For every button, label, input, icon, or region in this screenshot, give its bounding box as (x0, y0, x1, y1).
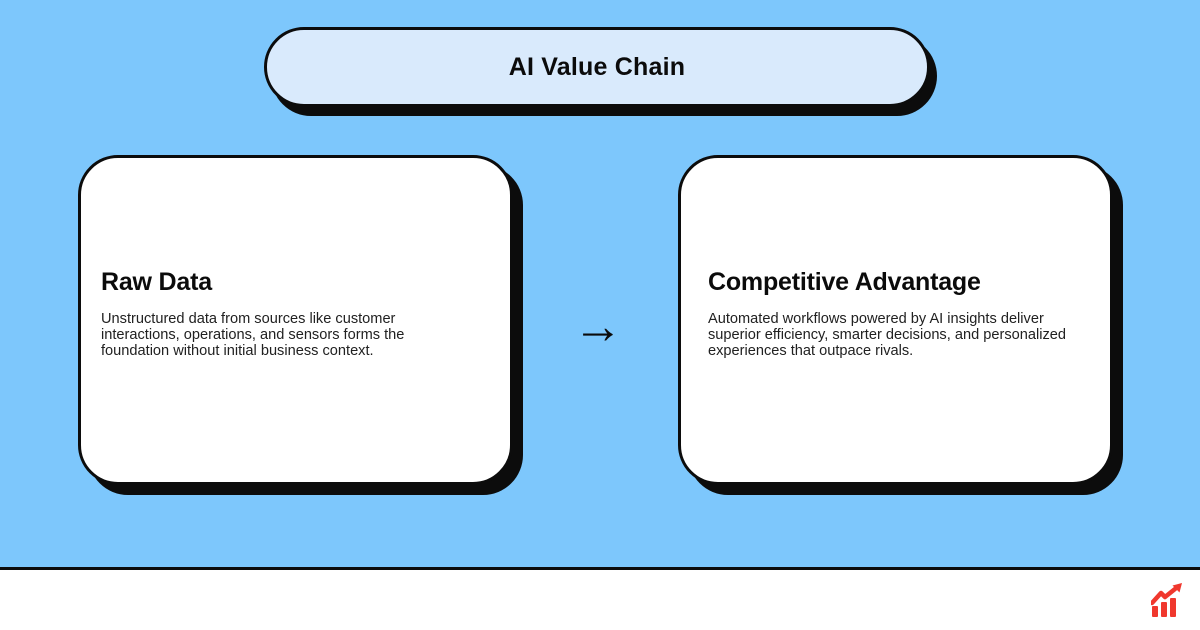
page-title: AI Value Chain (264, 27, 930, 107)
card-title: Raw Data (101, 268, 212, 296)
card-body: Unstructured data from sources like cust… (101, 311, 405, 359)
card-raw-data: Raw Data Unstructured data from sources … (78, 155, 513, 485)
card-raw-data-content: Raw Data Unstructured data from sources … (101, 268, 490, 359)
card-title: Competitive Advantage (708, 268, 981, 296)
card-competitive-advantage-content: Competitive Advantage Automated workflow… (708, 268, 1090, 359)
page-title-text: AI Value Chain (508, 52, 686, 81)
arrow-right-icon: → (573, 298, 623, 354)
growth-chart-icon (1151, 583, 1182, 617)
footer-bar (0, 567, 1200, 630)
card-competitive-advantage: Competitive Advantage Automated workflow… (678, 155, 1113, 485)
card-body: Automated workflows powered by AI insigh… (708, 311, 1066, 359)
